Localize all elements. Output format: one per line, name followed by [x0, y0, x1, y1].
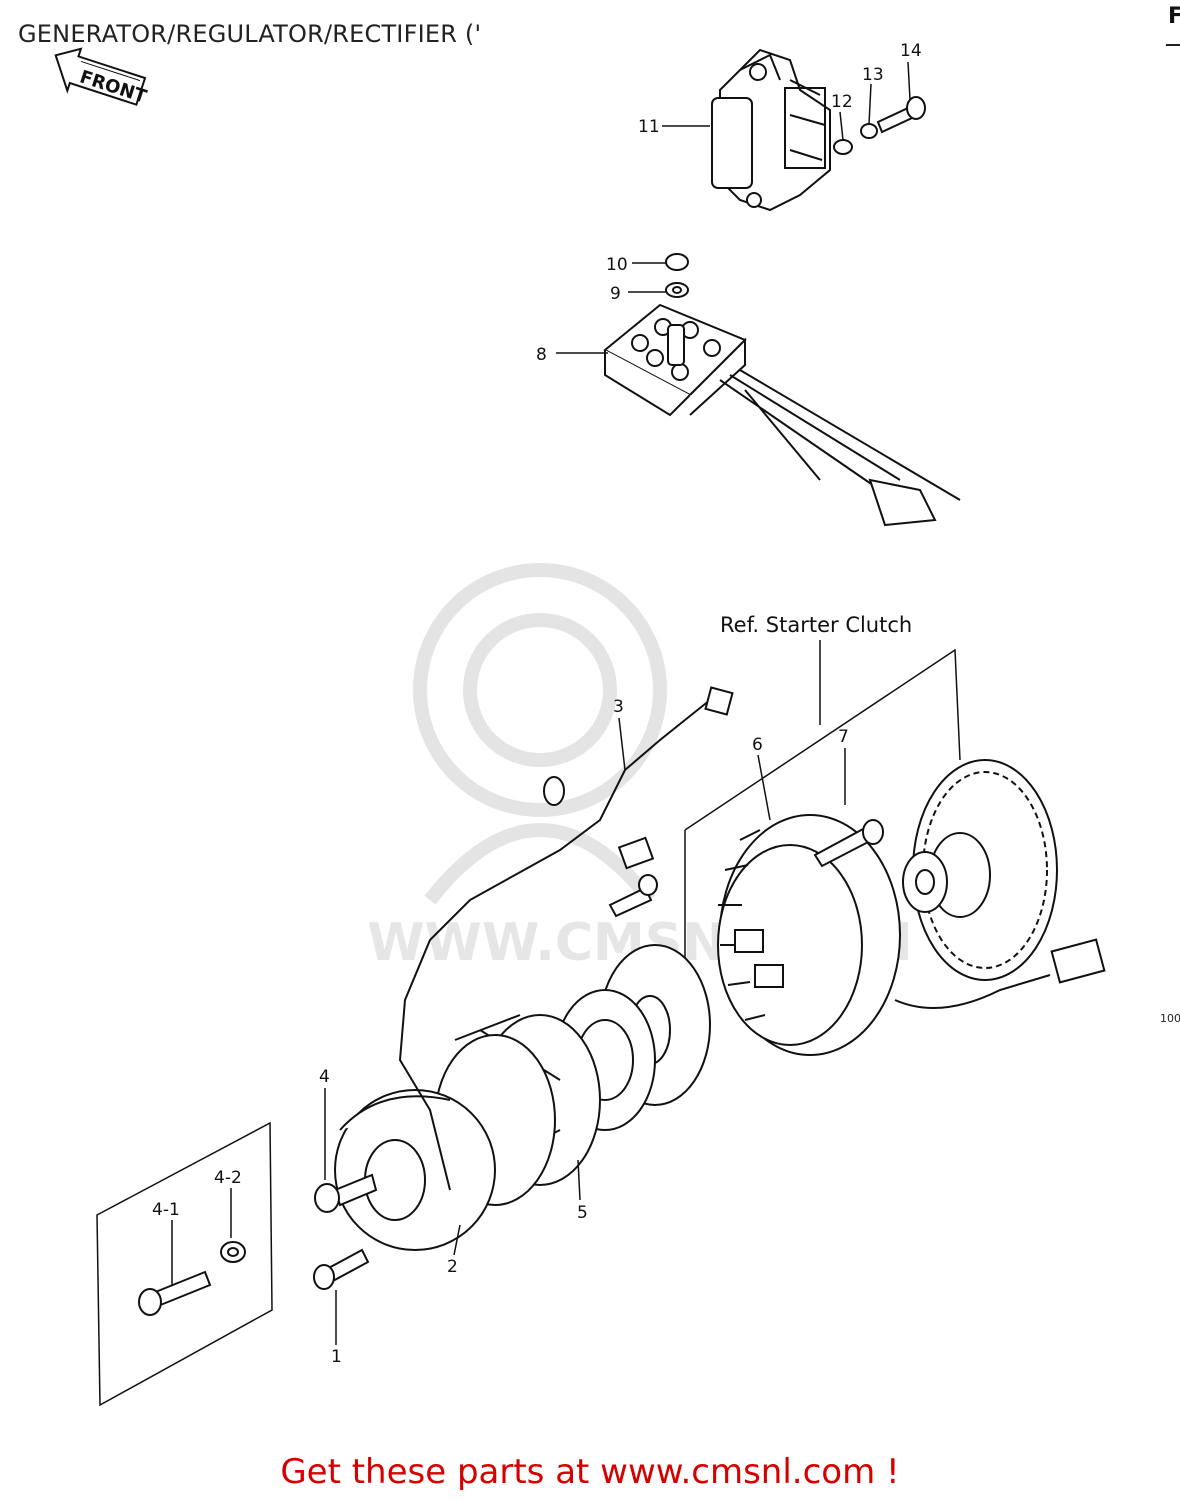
side-code: 100 — [1160, 1012, 1180, 1025]
callout-4: 4 — [319, 1067, 330, 1087]
bolt-part-7 — [813, 819, 884, 868]
callout-1: 1 — [331, 1347, 342, 1367]
leader-lines — [171, 61, 911, 1345]
corner-mark: F — [1168, 4, 1180, 29]
callout-3: 3 — [613, 697, 624, 717]
reference-label: Ref. Starter Clutch — [720, 613, 912, 637]
bolt-part-1 — [313, 1248, 370, 1290]
callout-13: 13 — [862, 65, 884, 85]
callout-5: 5 — [577, 1203, 588, 1223]
callout-4-2: 4-2 — [214, 1168, 242, 1188]
rotor-part-2 — [334, 1089, 496, 1251]
inset-box-part-4 — [96, 1121, 273, 1407]
callout-11: 11 — [638, 117, 660, 137]
starter-gear — [902, 759, 1058, 981]
small-bolt — [608, 874, 658, 918]
callout-labels: 11 12 13 14 10 9 8 3 7 6 4 4-2 4-1 5 2 1 — [152, 41, 922, 1367]
screw-hardware-12-14 — [833, 96, 926, 155]
front-arrow: FRONT — [54, 47, 150, 108]
callout-4-1: 4-1 — [152, 1200, 180, 1220]
harness-part-3 — [398, 686, 734, 1191]
regulator-part-11 — [711, 48, 831, 212]
callout-12: 12 — [831, 92, 853, 112]
corner-dash — [1166, 44, 1180, 46]
reference-bracket — [684, 640, 961, 980]
rectifier-part-8 — [603, 253, 961, 527]
bolt-part-4 — [314, 1173, 378, 1213]
stator-part-6 — [717, 814, 1106, 1056]
callout-10: 10 — [606, 255, 628, 275]
callout-9: 9 — [610, 284, 621, 304]
callout-8: 8 — [536, 345, 547, 365]
callout-14: 14 — [900, 41, 922, 61]
page-title: GENERATOR/REGULATOR/RECTIFIER (' — [18, 20, 482, 48]
callout-2: 2 — [447, 1257, 458, 1277]
exploded-parts-diagram: WWW.CMSNL.COM FRONT — [54, 41, 1106, 1407]
callout-7: 7 — [838, 727, 849, 747]
watermark-logo — [413, 563, 667, 905]
callout-6: 6 — [752, 735, 763, 755]
cta-link[interactable]: Get these parts at www.cmsnl.com ! — [280, 1452, 900, 1492]
